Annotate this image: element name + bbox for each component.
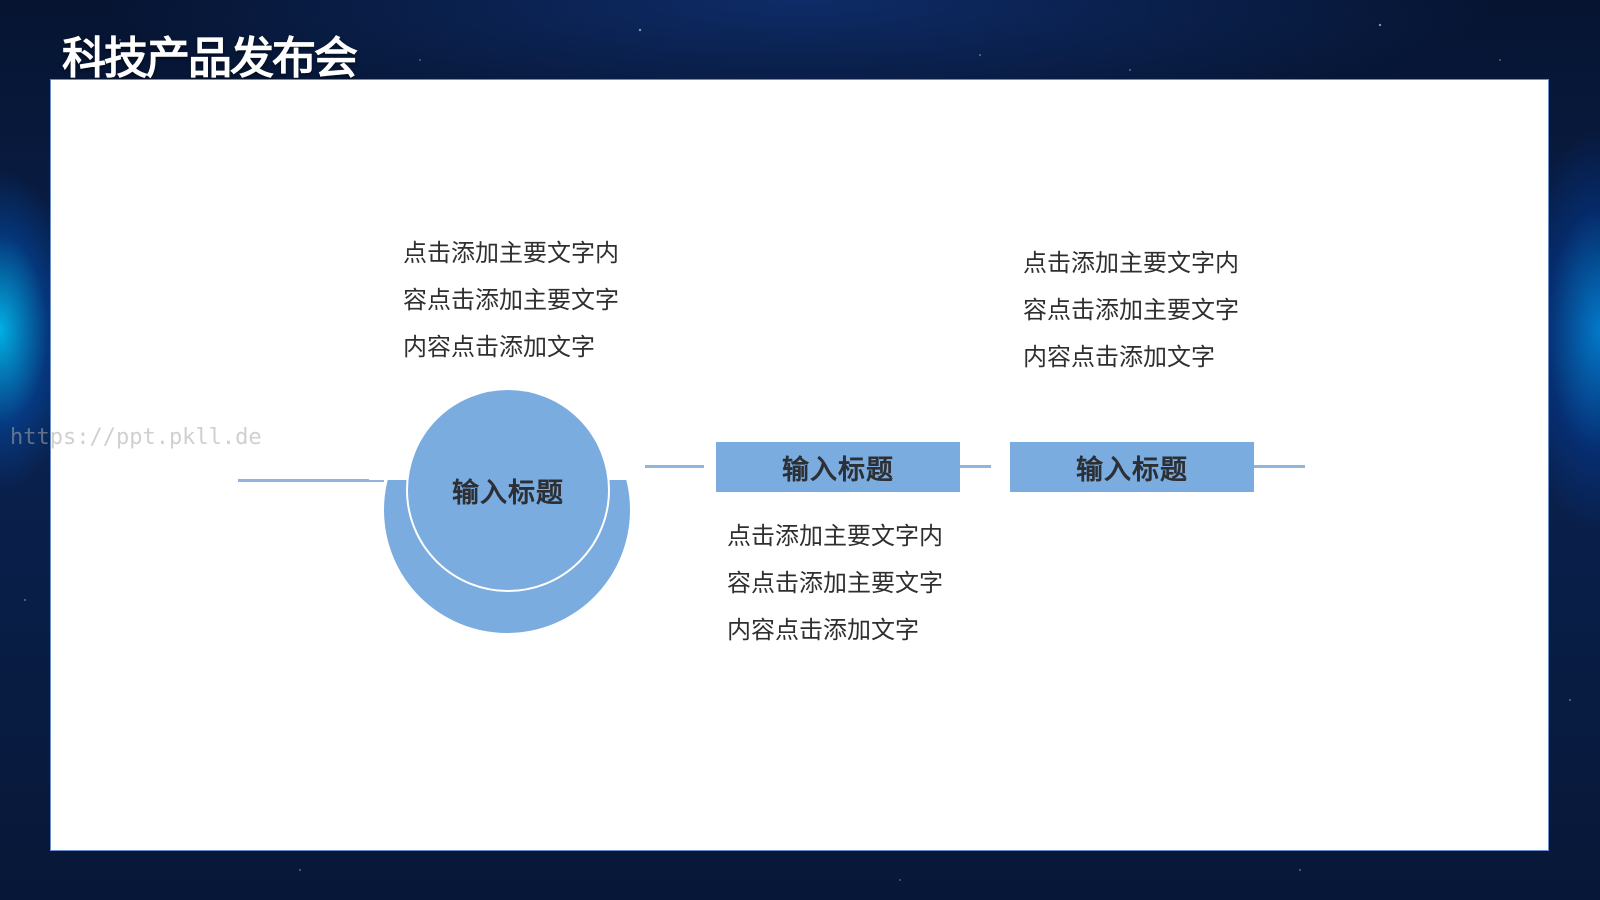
box-node-2[interactable]: 输入标题: [716, 442, 960, 492]
node-description-1[interactable]: 点击添加主要文字内 容点击添加主要文字 内容点击添加文字: [403, 230, 653, 371]
node-title-2: 输入标题: [782, 454, 894, 486]
connector-line-box-to-box: [939, 465, 991, 468]
description-line: 内容点击添加文字: [403, 333, 595, 361]
node-title-1: 输入标题: [452, 477, 564, 509]
box-node-3[interactable]: 输入标题: [1010, 442, 1254, 492]
description-line: 点击添加主要文字内: [403, 239, 619, 267]
node-description-2[interactable]: 点击添加主要文字内 容点击添加主要文字 内容点击添加文字: [727, 513, 977, 654]
watermark-text: https://ppt.pkll.de: [10, 425, 262, 450]
description-line: 容点击添加主要文字: [1023, 296, 1239, 324]
description-line: 内容点击添加文字: [1023, 343, 1215, 371]
connector-line-right: [1227, 465, 1305, 468]
connector-line-left: [238, 479, 384, 482]
description-line: 点击添加主要文字内: [727, 522, 943, 550]
description-line: 容点击添加主要文字: [727, 569, 943, 597]
node-title-3: 输入标题: [1076, 454, 1188, 486]
content-panel: 输入标题 输入标题 输入标题 点击添加主要文字内 容点击添加主要文字 内容点击添…: [50, 79, 1549, 851]
circle-node[interactable]: 输入标题: [406, 388, 610, 592]
description-line: 点击添加主要文字内: [1023, 249, 1239, 277]
node-description-3[interactable]: 点击添加主要文字内 容点击添加主要文字 内容点击添加文字: [1023, 240, 1273, 381]
connector-line-circle-to-box: [614, 465, 704, 468]
description-line: 容点击添加主要文字: [403, 286, 619, 314]
slide-title: 科技产品发布会: [62, 33, 358, 84]
description-line: 内容点击添加文字: [727, 616, 919, 644]
